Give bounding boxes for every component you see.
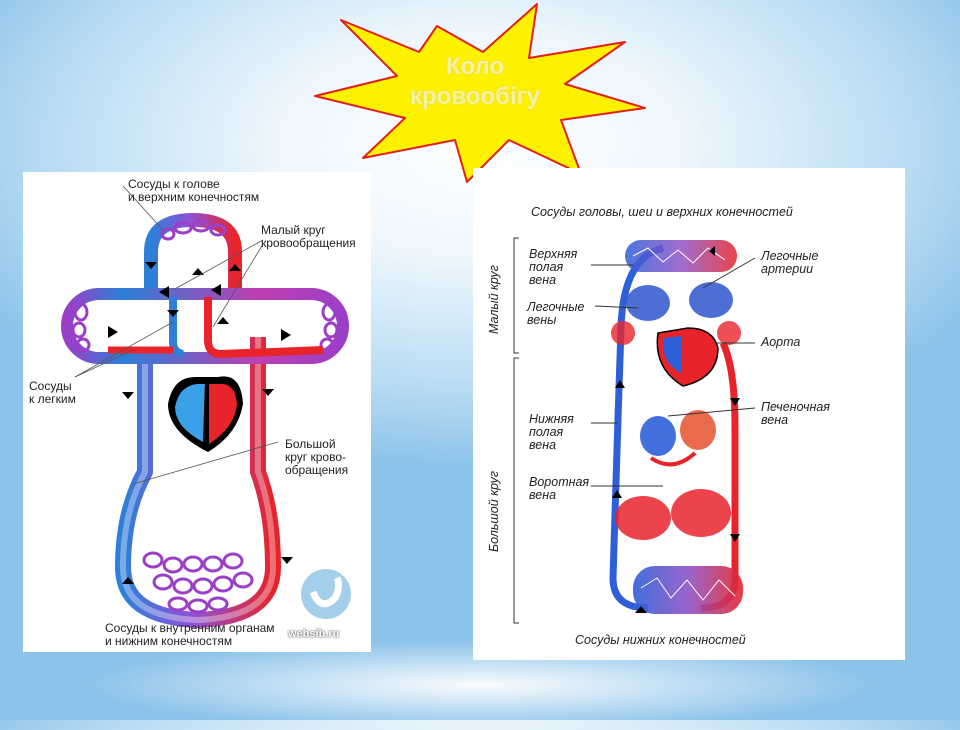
right-diagram-panel: Сосуды головы, шеи и верхних конечностей…	[473, 168, 905, 660]
label-superior-vena-cava: Верхняя полая вена	[529, 247, 578, 287]
label-hepatic-vein: Печеночная вена	[761, 400, 830, 427]
lung-loop	[61, 288, 349, 364]
head-capillaries	[160, 219, 227, 241]
label-pulmonary-veins: Легочные вены	[527, 300, 585, 327]
lung-capillaries-right	[319, 302, 339, 353]
label-leg-vessels: Сосуды нижних конечностей	[575, 633, 746, 647]
flow-arrows	[612, 246, 740, 613]
label-organ-vessels: Сосуды к внутренним органам и нижним кон…	[105, 621, 275, 648]
head-capillaries	[625, 240, 737, 272]
lung-capillaries	[611, 282, 741, 345]
label-pulmonary-arteries: Легочные артерии	[761, 249, 819, 276]
label-inferior-vena-cava: Нижняя полая вена	[529, 412, 574, 452]
label-big-circle: Большой круг	[487, 470, 501, 552]
heart	[168, 376, 243, 452]
lung-capillaries-left	[71, 302, 91, 353]
right-circulation-diagram	[513, 237, 756, 624]
organ-capillaries	[142, 551, 254, 614]
label-head-vessels: Сосуды к голове и верхним конечностям	[128, 177, 260, 204]
heart	[656, 327, 719, 387]
label-portal-vein: Воротная вена	[529, 475, 590, 502]
title-star	[314, 3, 646, 183]
label-aorta: Аорта	[761, 335, 801, 349]
watermark-logo	[301, 569, 351, 619]
label-big-circle: Большой круг крово- обращения	[285, 437, 349, 477]
page-title: Коло кровообігу	[410, 53, 540, 110]
left-diagram-panel: Сосуды к голове и верхним конечностям Ма…	[23, 172, 371, 652]
label-head-vessels: Сосуды головы, шеи и верхних конечностей	[531, 205, 793, 219]
label-small-circle: Малый круг кровообращения	[261, 223, 356, 250]
flow-arrows	[108, 262, 293, 584]
organ-capillaries	[615, 410, 731, 540]
label-small-circle: Малый круг	[487, 265, 501, 334]
head-loop	[144, 212, 242, 292]
left-circulation-diagram	[61, 185, 349, 628]
leg-capillaries	[633, 566, 743, 614]
watermark-text: websib.ru	[288, 628, 340, 640]
label-lung-vessels: Сосуды к легким	[29, 379, 76, 406]
systemic-loop	[115, 337, 281, 628]
